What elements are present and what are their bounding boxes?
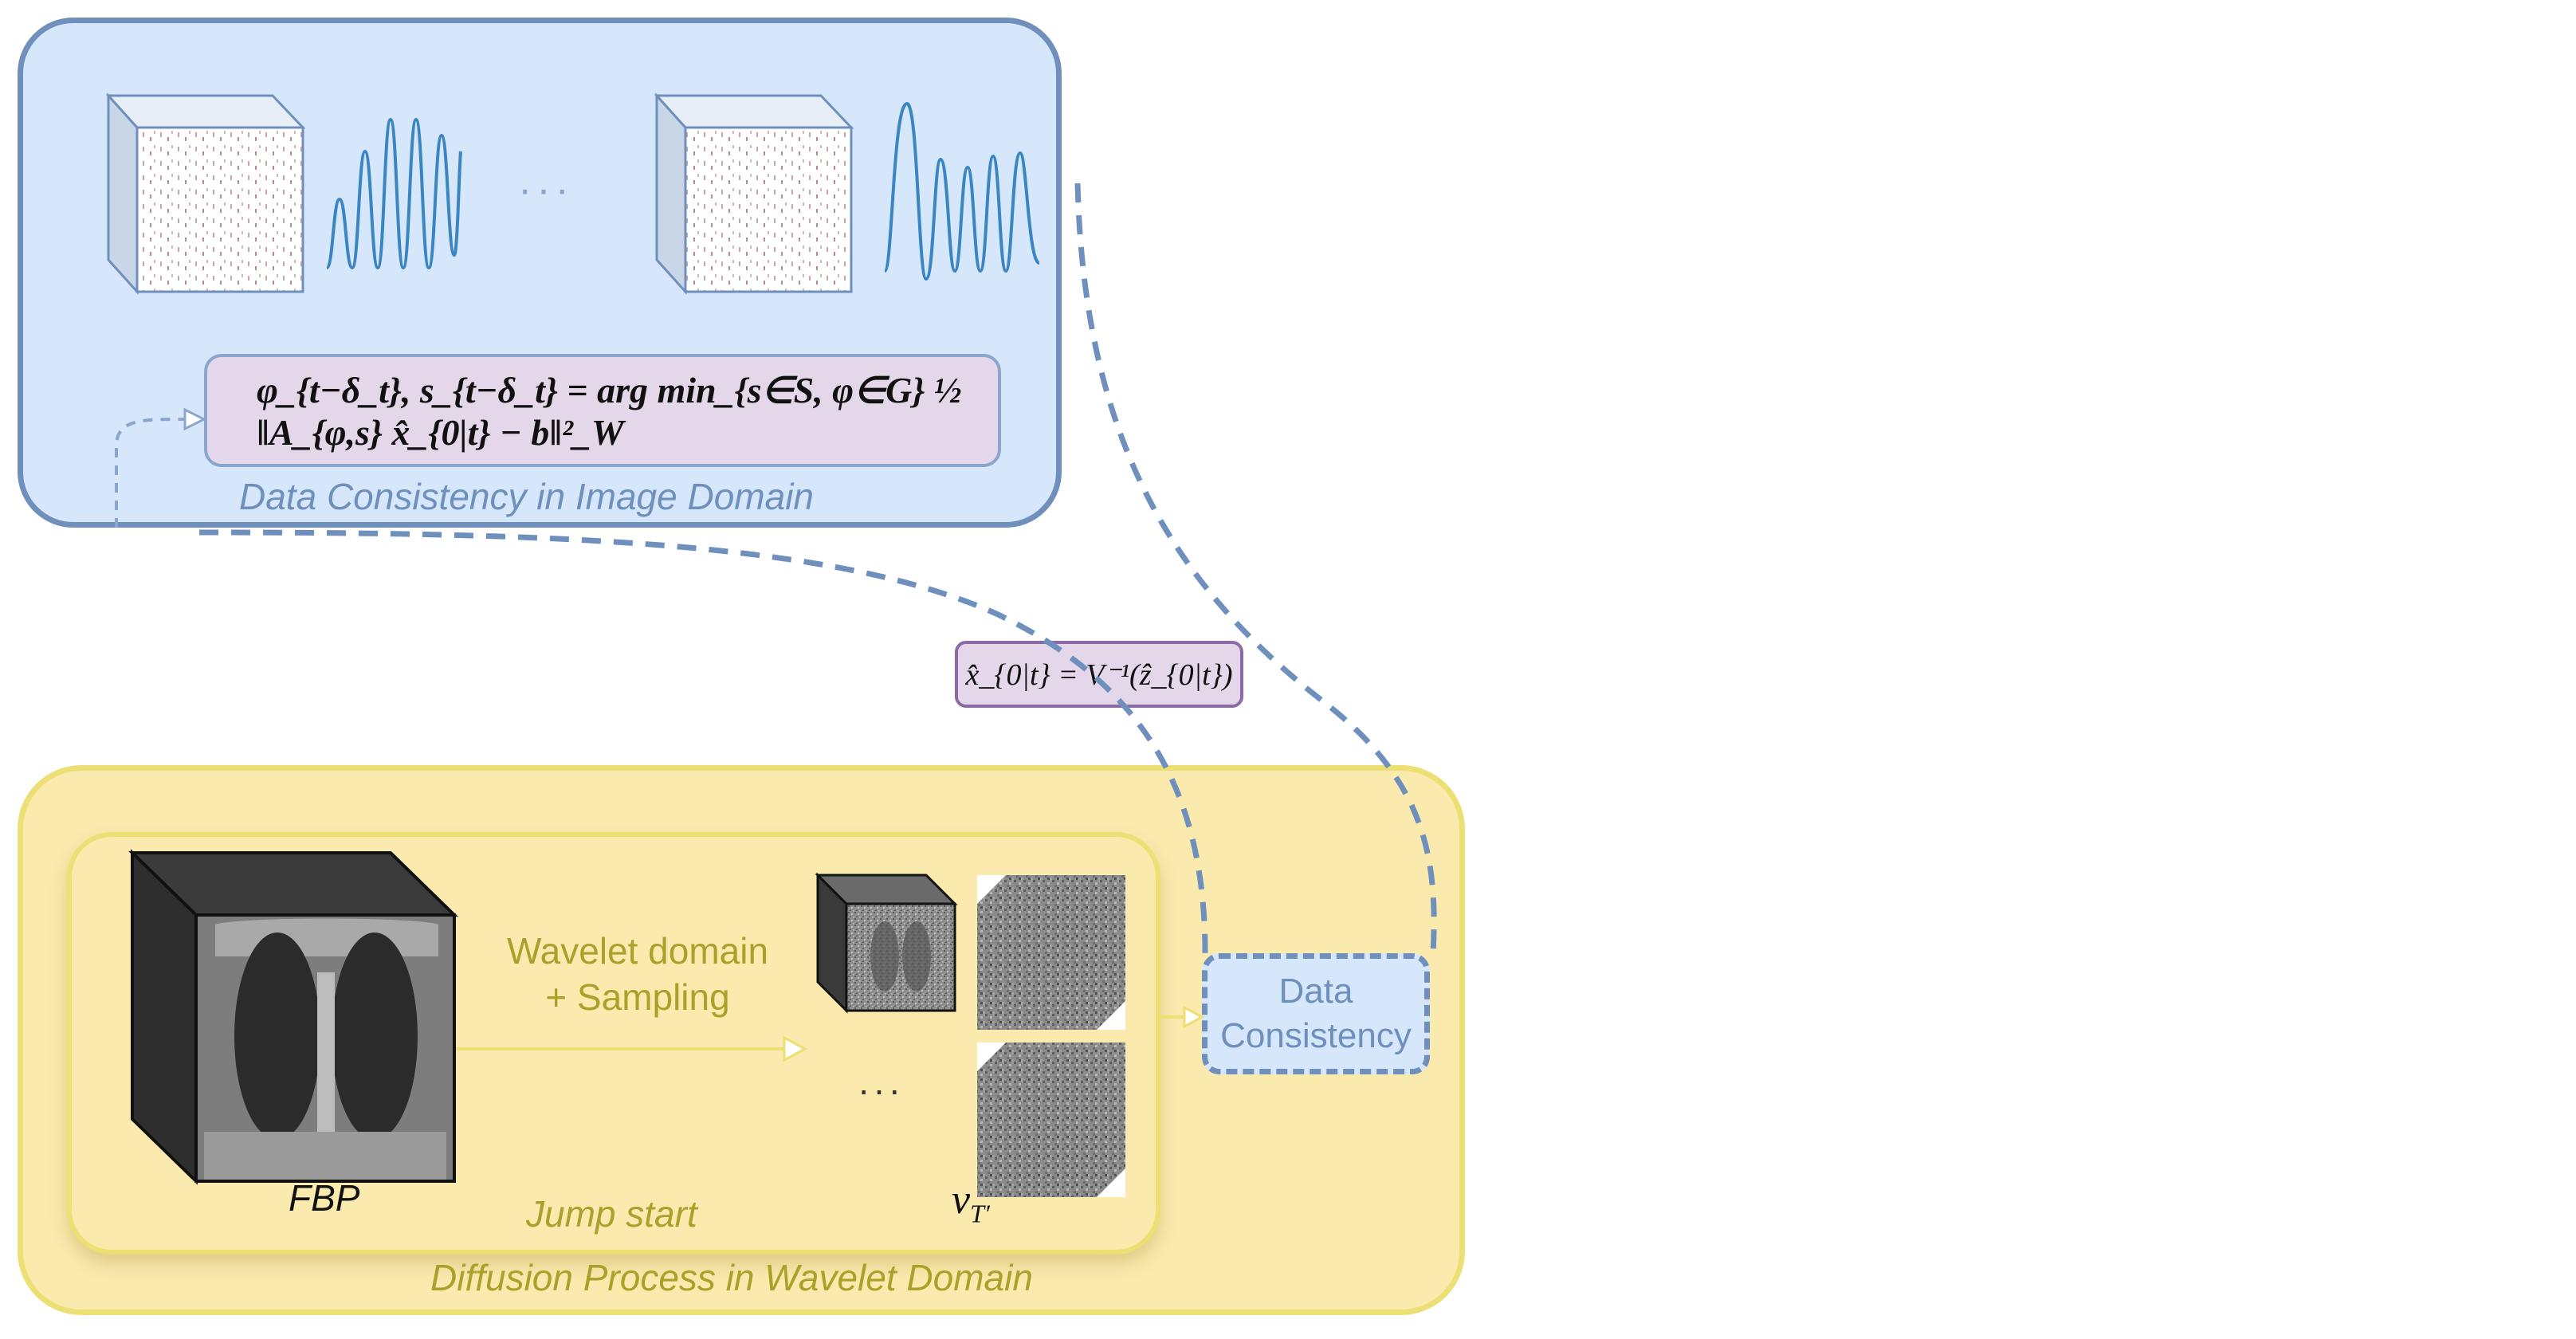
image-cube-right (654, 92, 854, 295)
dashed-connector-outer (1074, 183, 1437, 954)
fbp-label: FBP (289, 1177, 360, 1219)
wavelet-cube-approx (815, 872, 958, 1014)
wavelet-sampling-arrowhead (783, 1035, 808, 1062)
jump-start-caption: Jump start (526, 1193, 697, 1235)
wavelet-noise-cube-2 (977, 1043, 1125, 1197)
dashed-connector-inner (198, 529, 1208, 954)
signal-wave-left (325, 117, 462, 270)
optimization-formula: φ_{t−δ_t}, s_{t−δ_t} = arg min_{s∈S, φ∈G… (257, 369, 962, 453)
top-ellipsis: ··· (518, 167, 574, 213)
v-subscript: T′ (970, 1199, 990, 1228)
optimization-formula-box: φ_{t−δ_t}, s_{t−δ_t} = arg min_{s∈S, φ∈G… (204, 354, 1001, 467)
signal-wave-right (883, 101, 1041, 281)
wavelet-sampling-line1: Wavelet domain (506, 930, 769, 972)
fbp-ct-cube (128, 849, 458, 1185)
image-domain-caption: Data Consistency in Image Domain (239, 476, 814, 517)
wavelet-sampling-line2: + Sampling (545, 976, 730, 1018)
inverse-wavelet-formula-box: x̂_{0|t} = V⁻¹(ẑ_{0|t}) (955, 641, 1243, 708)
feedback-arrowhead (183, 407, 207, 431)
dc-input-arrowhead (1183, 1005, 1205, 1029)
wavelet-sampling-label: Wavelet domain + Sampling (446, 928, 829, 1020)
dashed-feedback-arrow (115, 418, 191, 528)
inverse-wavelet-formula: x̂_{0|t} = V⁻¹(ẑ_{0|t}) (965, 658, 1233, 692)
wavelet-noise-cube-1 (977, 875, 1125, 1030)
data-consistency-line1: Data (1278, 972, 1353, 1011)
v-symbol: v (952, 1177, 971, 1223)
image-cube-left (105, 92, 306, 295)
wavelet-domain-caption: Diffusion Process in Wavelet Domain (430, 1257, 1033, 1298)
data-consistency-box: Data Consistency (1202, 953, 1430, 1074)
data-consistency-line2: Consistency (1220, 1016, 1412, 1055)
bottom-ellipsis: ··· (858, 1069, 904, 1110)
v-t-prime-label: vT′ (952, 1176, 990, 1228)
